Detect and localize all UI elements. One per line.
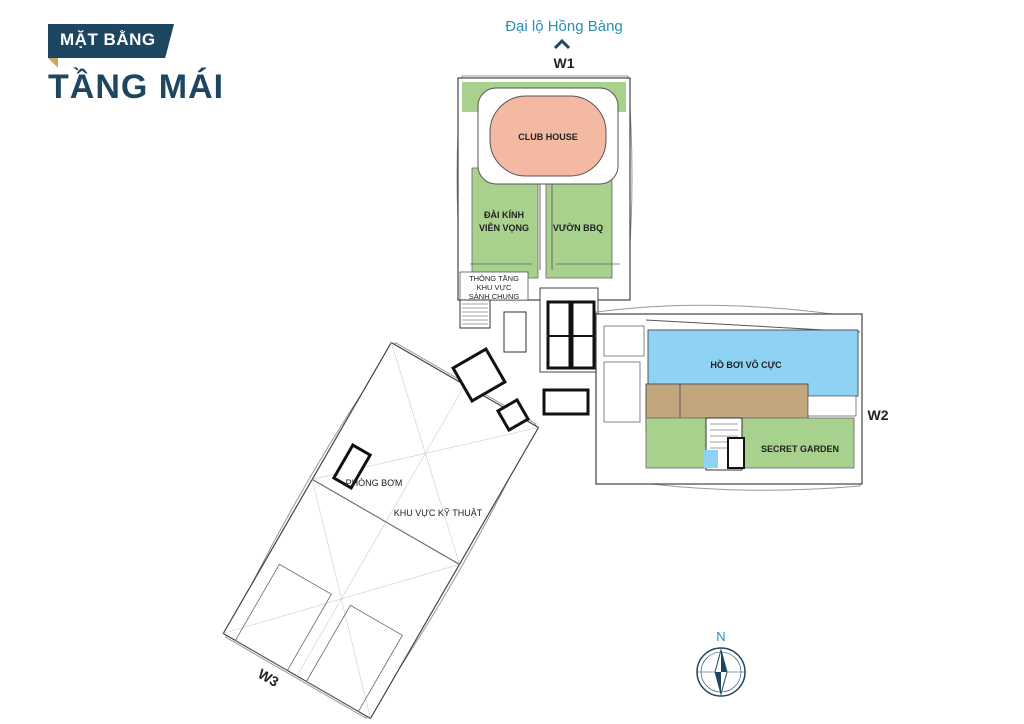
label-thong-tang-1: THÔNG TẦNG xyxy=(469,273,519,283)
header-badge xyxy=(48,24,174,58)
label-dai-kinh-1: ĐÀI KÍNH xyxy=(484,210,524,220)
wing-w3 xyxy=(222,341,540,720)
label-khu-vuc-ky-thuat: KHU VỰC KỸ THUẬT xyxy=(394,508,483,518)
wing-label-w2: W2 xyxy=(868,407,889,423)
compass-icon: N xyxy=(696,629,746,697)
dai-kinh-vien-vong-area xyxy=(471,167,539,279)
page-title: TẦNG MÁI xyxy=(48,68,225,106)
compass-north-label: N xyxy=(716,629,725,644)
label-ho-boi: HỒ BƠI VÔ CỰC xyxy=(710,359,782,370)
header-badge-text: MẶT BẰNG xyxy=(60,30,156,49)
chevron-up-icon xyxy=(553,38,571,50)
wing-label-w3: W3 xyxy=(255,665,281,689)
label-dai-kinh-2: VIỄN VỌNG xyxy=(479,222,529,233)
label-club-house: CLUB HOUSE xyxy=(518,132,578,142)
secret-garden-area xyxy=(645,417,855,469)
label-vuon-bbq: VƯỜN BBQ xyxy=(553,222,603,233)
label-thong-tang-2: KHU VỰC xyxy=(477,283,512,292)
vuon-bbq-area xyxy=(545,167,613,279)
club-house-room xyxy=(489,95,607,177)
road-label: Đại lộ Hồng Bàng xyxy=(505,18,623,35)
label-phong-bom: PHÒNG BƠM xyxy=(346,478,403,488)
wing-label-w1: W1 xyxy=(554,55,575,71)
wing-w1 xyxy=(456,75,633,416)
label-thong-tang-3: SẢNH CHUNG xyxy=(469,292,520,301)
wing-w2 xyxy=(595,304,863,491)
label-secret-garden: SECRET GARDEN xyxy=(761,444,839,454)
header-badge-accent xyxy=(48,58,58,68)
